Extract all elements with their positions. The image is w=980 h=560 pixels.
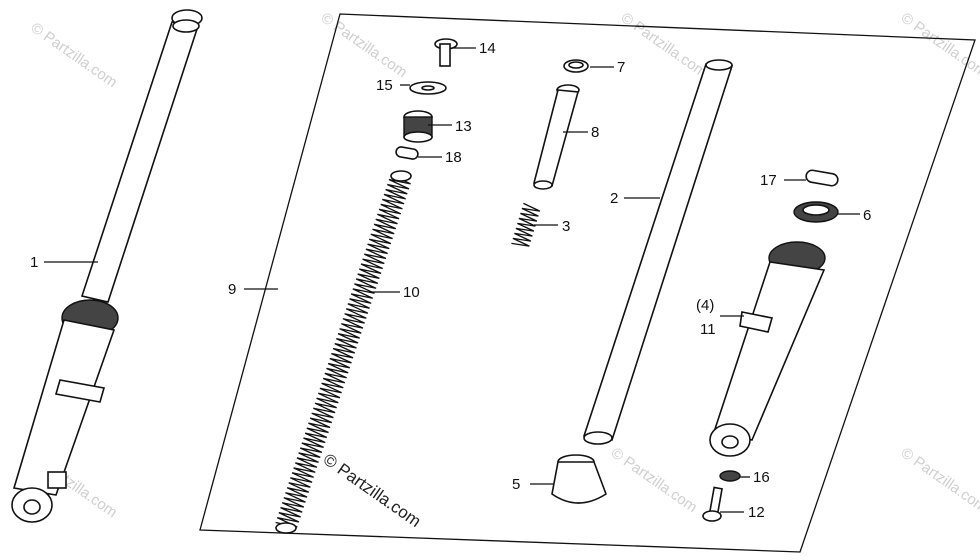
watermark-faint-3: © Partzilla.com [618,9,711,81]
part-3-rebound-spring [511,202,541,247]
callout-17: 17 [760,172,777,189]
part-7-piston-ring [563,59,589,73]
part-16-gasket [719,470,741,482]
part-13-cap-bolt [403,110,433,143]
callout-7: 7 [617,59,625,76]
callout-4: (4) [696,297,714,314]
watermark-main: © Partzilla.com [320,450,425,531]
callout-14: 14 [479,40,496,57]
part-15-washer [409,81,447,95]
callout-12: 12 [748,504,765,521]
callout-18: 18 [445,149,462,166]
callout-5: 5 [512,476,520,493]
leader-lines [44,47,860,513]
callout-6: 6 [863,207,871,224]
callout-15: 15 [376,77,393,94]
part-12-socket-bolt [702,486,723,522]
watermark-faint-6: © Partzilla.com [608,444,701,516]
callout-labels: 1 2 3 (4) 5 6 7 8 9 10 11 12 13 14 15 16… [30,40,871,521]
part-11-fork-slider [709,241,826,457]
callout-8: 8 [591,124,599,141]
part-8-damper-rod [533,84,580,190]
part-2-fork-pipe [582,59,734,445]
watermark-faint-1: © Partzilla.com [28,19,121,91]
watermark-faint-4: © Partzilla.com [898,9,980,81]
callout-3: 3 [562,218,570,235]
part-17-seal-clip [805,169,839,187]
watermark-faint-7: © Partzilla.com [898,444,980,516]
part-14-bolt [434,38,458,67]
part-5-oil-lock-piece [551,454,607,504]
callout-1: 1 [30,254,38,271]
callout-9: 9 [228,281,236,298]
part-1-fork-assembly [11,9,203,523]
callout-16: 16 [753,469,770,486]
callout-11: 11 [700,321,716,338]
callout-13: 13 [455,118,472,135]
callout-10: 10 [403,284,420,301]
part-18-o-ring [395,146,419,160]
assembly-frame [199,13,976,553]
part-10-fork-spring [275,170,412,534]
part-6-oil-seal [793,201,839,223]
callout-2: 2 [610,190,618,207]
